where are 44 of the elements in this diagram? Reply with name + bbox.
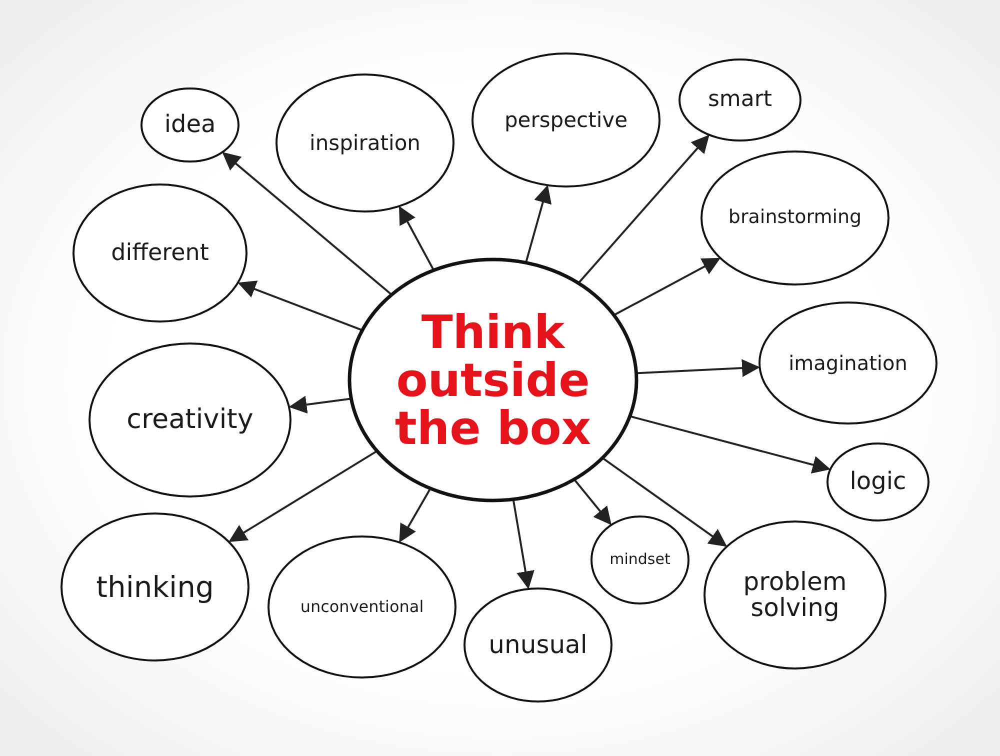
topic-text: different <box>111 240 209 266</box>
topic-text: problem solving <box>742 568 848 622</box>
topic-ellipse <box>700 150 890 286</box>
topic-text: unusual <box>488 632 588 658</box>
arrow <box>638 359 760 378</box>
topic-text: inspiration <box>310 132 420 154</box>
arrow <box>228 450 376 542</box>
arrow <box>603 458 728 547</box>
topic-ellipse <box>471 52 661 188</box>
topic-text: idea <box>164 112 216 138</box>
arrow <box>631 416 831 474</box>
topic-ellipse <box>590 515 690 605</box>
arrow <box>399 489 431 543</box>
arrow <box>288 396 350 414</box>
topic-ellipse <box>267 535 457 679</box>
topic-text: perspective <box>504 108 628 132</box>
topic-text: brainstorming <box>728 208 862 228</box>
topic-text: logic <box>850 469 906 495</box>
topic-text: creativity <box>126 406 254 434</box>
central-ellipse <box>348 258 638 502</box>
arrow <box>574 480 612 526</box>
topic-ellipse <box>826 442 930 522</box>
arrow <box>578 134 710 283</box>
topic-ellipse <box>72 183 248 323</box>
topic-text: unconventional <box>300 598 424 616</box>
arrow <box>614 258 721 316</box>
arrow <box>238 280 362 331</box>
topic-text: smart <box>708 88 772 112</box>
topic-ellipse <box>463 587 613 703</box>
topic-text: thinking <box>96 572 214 602</box>
topic-ellipse <box>703 520 887 670</box>
topic-ellipse <box>60 512 250 662</box>
topic-text: mindset <box>610 552 670 568</box>
topic-ellipse <box>678 58 802 142</box>
main-topic-text: Think outside the box <box>394 308 592 452</box>
topic-text: imagination <box>788 352 908 374</box>
topic-ellipse <box>275 73 455 213</box>
arrow <box>398 206 434 270</box>
arrow <box>222 152 392 294</box>
arrow <box>525 184 552 262</box>
topic-ellipse <box>88 342 292 498</box>
arrow <box>512 500 534 590</box>
topic-ellipse <box>140 87 240 163</box>
topic-ellipse <box>758 301 938 425</box>
